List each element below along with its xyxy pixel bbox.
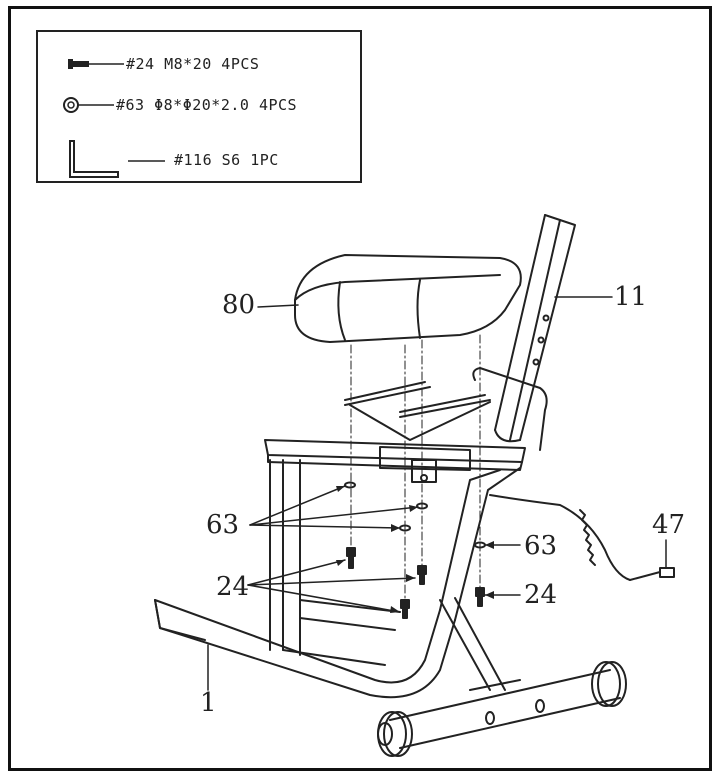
seat-rail xyxy=(264,439,526,483)
callout-80-seat: 80 xyxy=(222,290,256,320)
arrowheads xyxy=(336,486,494,613)
bolts xyxy=(346,547,485,619)
allen-key-icon xyxy=(69,140,165,178)
leader-lines xyxy=(207,296,667,691)
callout-63-washers-left: 63 xyxy=(206,510,240,540)
backrest-post xyxy=(472,214,576,451)
parts-icons xyxy=(63,59,165,178)
callout-24-bolts-left: 24 xyxy=(216,572,250,602)
washers xyxy=(344,481,486,549)
callout-1-frame: 1 xyxy=(200,688,217,718)
support-tube xyxy=(439,467,521,691)
rear-axle xyxy=(377,661,627,757)
callout-11-backrest-post: 11 xyxy=(614,282,648,312)
parts-item-116: #116 S6 1PC xyxy=(174,151,279,169)
callout-24-bolt-right: 24 xyxy=(524,580,558,610)
seat-bracket xyxy=(344,381,491,441)
diagram-frame xyxy=(8,6,712,771)
parts-item-63: #63 Φ8*Φ20*2.0 4PCS xyxy=(116,96,298,114)
sensor-wire xyxy=(489,494,675,581)
parts-list-box: #24 M8*20 4PCS #63 Φ8*Φ20*2.0 4PCS #116 … xyxy=(36,30,362,183)
callout-63-washer-right: 63 xyxy=(524,531,558,561)
washer-icon xyxy=(63,97,114,113)
seat-cushion xyxy=(294,254,522,343)
callout-47-sensor-wire: 47 xyxy=(652,510,686,540)
bolt-icon xyxy=(68,59,124,69)
assembly-guide-lines xyxy=(350,334,481,601)
base-frame xyxy=(154,459,456,699)
parts-item-24: #24 M8*20 4PCS xyxy=(126,55,260,73)
